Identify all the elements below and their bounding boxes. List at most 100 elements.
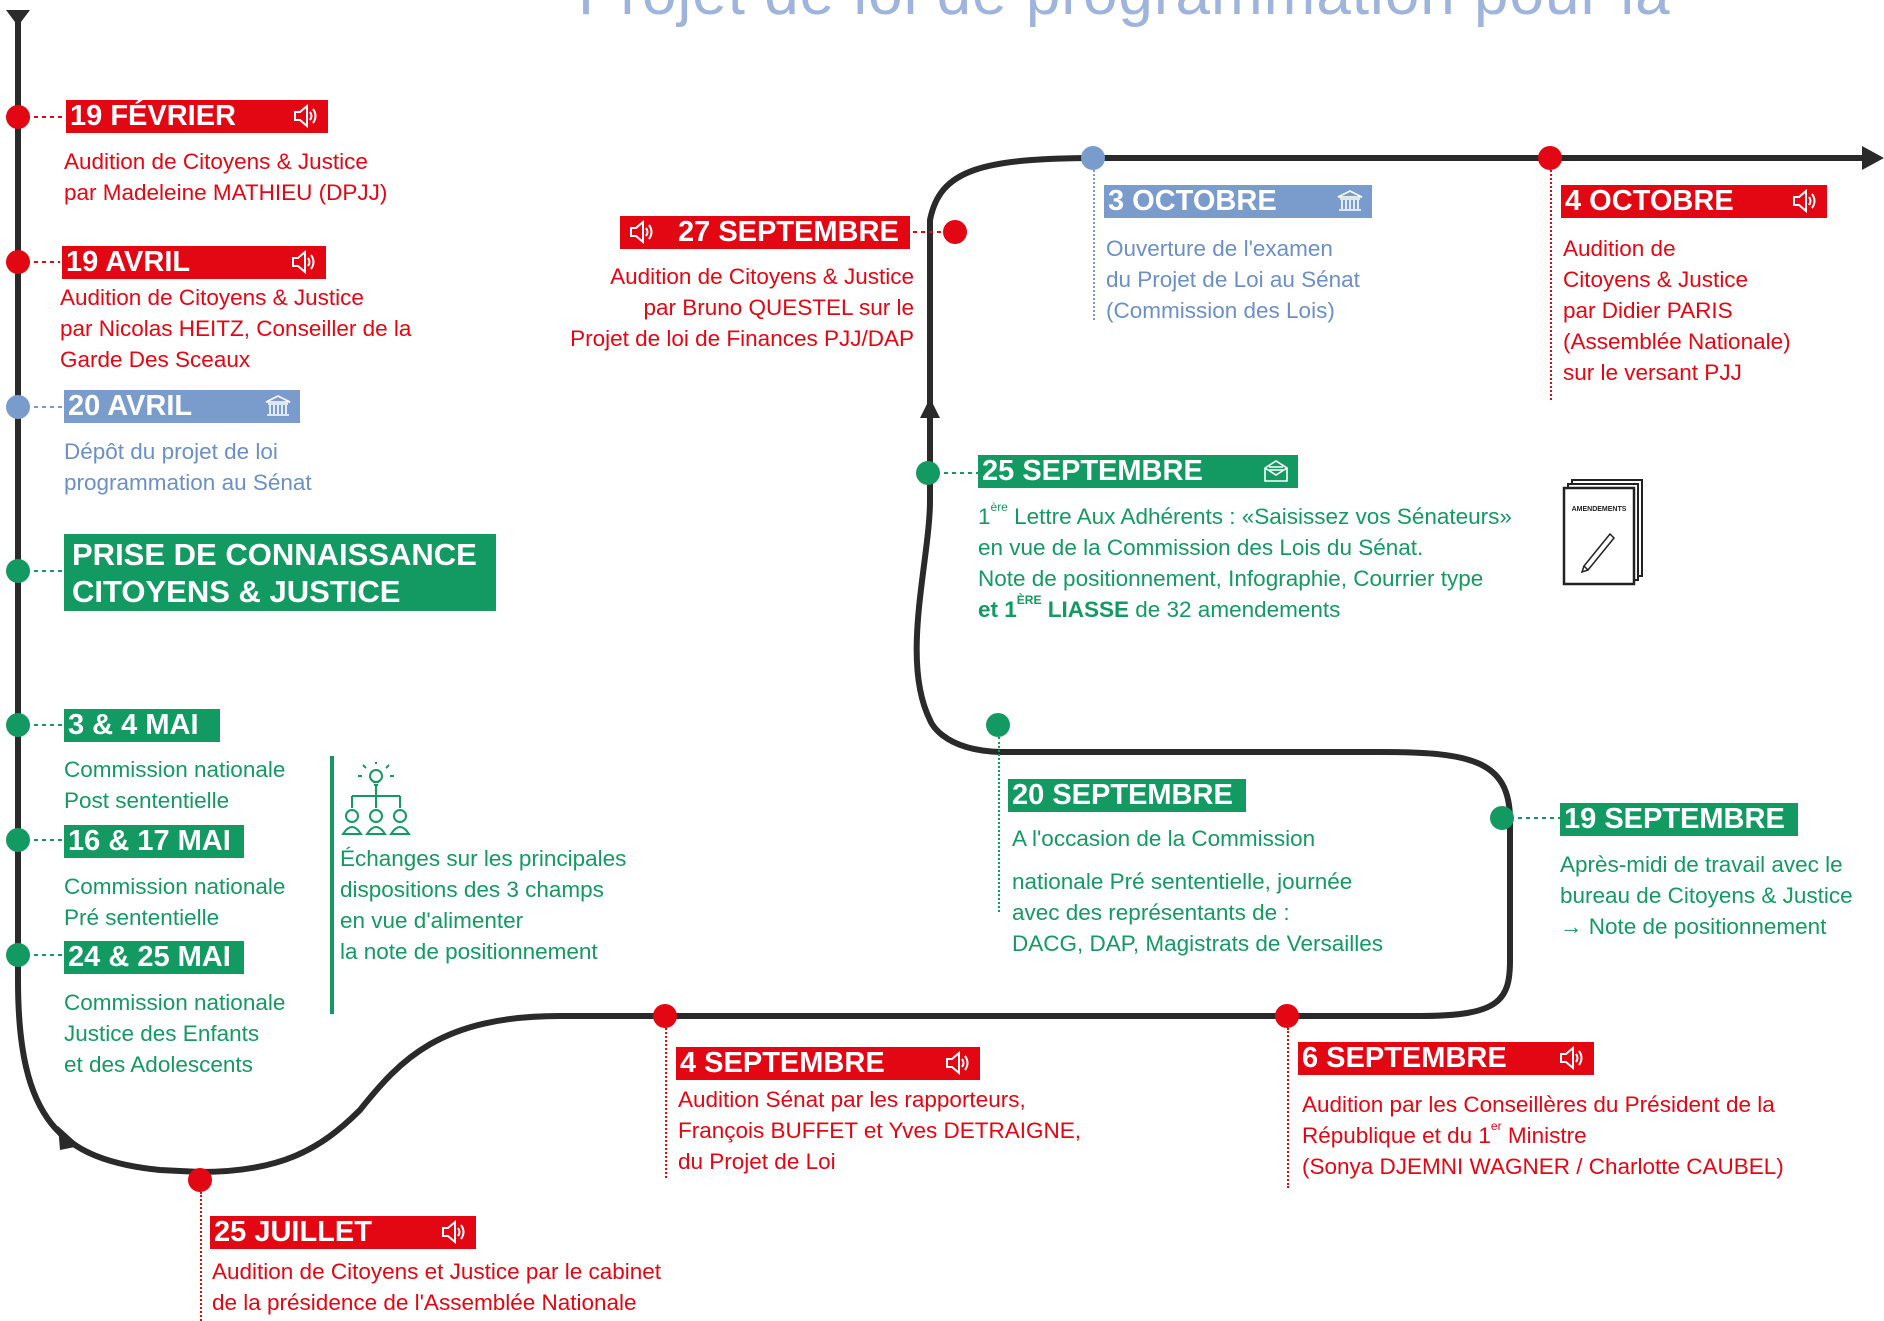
arrow-track-icon <box>58 1126 80 1150</box>
desc-line: par Bruno QUESTEL sur le <box>643 295 914 320</box>
desc-part: République et du 1 <box>1302 1123 1491 1148</box>
desc-line: par Madeleine MATHIEU (DPJJ) <box>64 180 388 205</box>
desc-line: par Nicolas HEITZ, Conseiller de la <box>60 316 412 341</box>
desc-line: bureau de Citoyens & Justice <box>1560 883 1853 908</box>
dot-16-17-mai <box>6 828 30 852</box>
desc-line: du Projet de Loi <box>678 1149 836 1174</box>
institution-icon <box>1337 190 1363 211</box>
doc-label: AMENDEMENTS <box>1572 506 1627 513</box>
date-text: 24 & 25 MAI <box>68 941 231 973</box>
date-text: 19 FÉVRIER <box>70 100 236 132</box>
event-desc-19-avril: Audition de Citoyens & Justice par Nicol… <box>60 282 411 375</box>
date-text: 6 SEPTEMBRE <box>1302 1042 1507 1074</box>
desc-line: Après-midi de travail avec le <box>1560 852 1843 877</box>
team-idea-icon <box>341 762 411 835</box>
date-text: 20 AVRIL <box>68 390 193 422</box>
date-text: 19 AVRIL <box>66 246 191 278</box>
date-text: 4 SEPTEMBRE <box>680 1047 885 1079</box>
desc-part: Lettre Aux Adhérents : «Saisissez vos Sé… <box>1007 504 1512 529</box>
desc-line: Échanges sur les principales <box>340 846 627 871</box>
event-desc-3-4-mai: Commission nationale Post sententielle <box>64 754 285 816</box>
desc-line: → Note de positionnement <box>1560 914 1827 939</box>
block-line: CITOYENS & JUSTICE <box>72 574 401 609</box>
superscript: ère <box>990 500 1008 514</box>
speaker-icon <box>292 250 315 274</box>
date-label-6-septembre: 6 SEPTEMBRE <box>1298 1042 1594 1075</box>
dotted-line <box>1287 1028 1289 1188</box>
dotted-line <box>200 1192 202 1321</box>
desc-line: (Commission des Lois) <box>1106 298 1335 323</box>
dot-3-4-mai <box>6 713 30 737</box>
desc-line: sur le versant PJJ <box>1563 360 1742 385</box>
event-desc-27-septembre: Audition de Citoyens & Justice par Bruno… <box>570 261 914 354</box>
desc-line: Commission nationale <box>64 990 286 1015</box>
desc-line: François BUFFET et Yves DETRAIGNE, <box>678 1118 1082 1143</box>
desc-line: Ouverture de l'examen <box>1106 236 1333 261</box>
desc-line: de la présidence de l'Assemblée National… <box>212 1290 637 1315</box>
desc-line: (Sonya DJEMNI WAGNER / Charlotte CAUBEL) <box>1302 1154 1784 1179</box>
event-desc-echanges: Échanges sur les principales disposition… <box>340 843 626 967</box>
desc-line: du Projet de Loi au Sénat <box>1106 267 1360 292</box>
desc-line: Justice des Enfants <box>64 1021 260 1046</box>
desc-line: 1ère Lettre Aux Adhérents : «Saisissez v… <box>978 501 1512 532</box>
desc-part: de 32 amendements <box>1129 597 1341 622</box>
event-desc-25-septembre: 1ère Lettre Aux Adhérents : «Saisissez v… <box>978 501 1512 625</box>
event-desc-3-octobre: Ouverture de l'examen du Projet de Loi a… <box>1106 233 1360 326</box>
date-label-19-fevrier: 19 FÉVRIER <box>66 100 328 133</box>
date-label-19-septembre: 19 SEPTEMBRE <box>1560 803 1798 836</box>
event-desc-6-septembre: Audition par les Conseillères du Préside… <box>1302 1089 1784 1182</box>
date-text: 16 & 17 MAI <box>68 825 231 857</box>
event-desc-19-fevrier: Audition de Citoyens & Justice par Madel… <box>64 146 387 208</box>
desc-line: Post sententielle <box>64 788 230 813</box>
desc-line: Pré sententielle <box>64 905 220 930</box>
speaker-icon <box>294 104 317 128</box>
date-label-4-octobre: 4 OCTOBRE <box>1561 185 1827 218</box>
date-label-27-septembre: 27 SEPTEMBRE <box>620 216 910 249</box>
desc-line: par Didier PARIS <box>1563 298 1733 323</box>
block-line: PRISE DE CONNAISSANCE <box>72 537 477 572</box>
speaker-icon <box>1560 1046 1583 1070</box>
arrow-down-icon <box>6 10 30 26</box>
event-desc-4-octobre: Audition de Citoyens & Justice par Didie… <box>1563 233 1791 388</box>
letter-icon <box>1264 460 1288 482</box>
dotted-line <box>1093 170 1095 320</box>
arrow-right-icon <box>1862 146 1884 170</box>
desc-line: Audition de <box>1563 236 1676 261</box>
event-desc-19-septembre: Après-midi de travail avec le bureau de … <box>1560 849 1853 942</box>
date-text: 19 SEPTEMBRE <box>1564 803 1785 835</box>
dotted-line <box>1550 170 1552 400</box>
dot-24-25-mai <box>6 943 30 967</box>
timeline-dots <box>6 105 1562 1192</box>
date-label-19-avril: 19 AVRIL <box>62 246 326 279</box>
dot-20-septembre <box>986 713 1010 737</box>
amendments-document-icon: AMENDEMENTS <box>1562 479 1643 586</box>
dotted-line <box>998 737 1000 912</box>
date-label-4-septembre: 4 SEPTEMBRE <box>676 1047 980 1080</box>
date-text: 20 SEPTEMBRE <box>1012 779 1233 811</box>
date-text: 4 OCTOBRE <box>1565 185 1734 217</box>
superscript: ÈRE <box>1016 593 1042 607</box>
desc-line: dispositions des 3 champs <box>340 877 604 902</box>
desc-line: nationale Pré sententielle, journée <box>1012 869 1353 894</box>
dotted-line <box>665 1028 667 1178</box>
dot-25-juillet <box>188 1168 212 1192</box>
desc-bold: LIASSE <box>1041 597 1129 622</box>
dot-19-fevrier <box>6 105 30 129</box>
date-label-3-4-mai: 3 & 4 MAI <box>64 709 220 742</box>
desc-line: Audition de Citoyens & Justice <box>64 149 368 174</box>
date-label-25-juillet: 25 JUILLET <box>210 1216 476 1249</box>
date-text: 25 SEPTEMBRE <box>982 455 1203 487</box>
desc-line: Audition de Citoyens & Justice <box>610 264 914 289</box>
arrow-up-icon <box>920 398 940 418</box>
event-desc-16-17-mai: Commission nationale Pré sententielle <box>64 871 285 933</box>
desc-line: (Assemblée Nationale) <box>1563 329 1791 354</box>
date-text: 25 JUILLET <box>214 1216 372 1248</box>
dot-4-octobre <box>1538 146 1562 170</box>
date-label-20-avril: 20 AVRIL <box>64 390 300 423</box>
speaker-icon <box>442 1220 465 1244</box>
desc-bold: et 1 <box>978 597 1017 622</box>
desc-line: et 1ÈRE LIASSE de 32 amendements <box>978 594 1512 625</box>
date-text: 27 SEPTEMBRE <box>678 216 899 248</box>
